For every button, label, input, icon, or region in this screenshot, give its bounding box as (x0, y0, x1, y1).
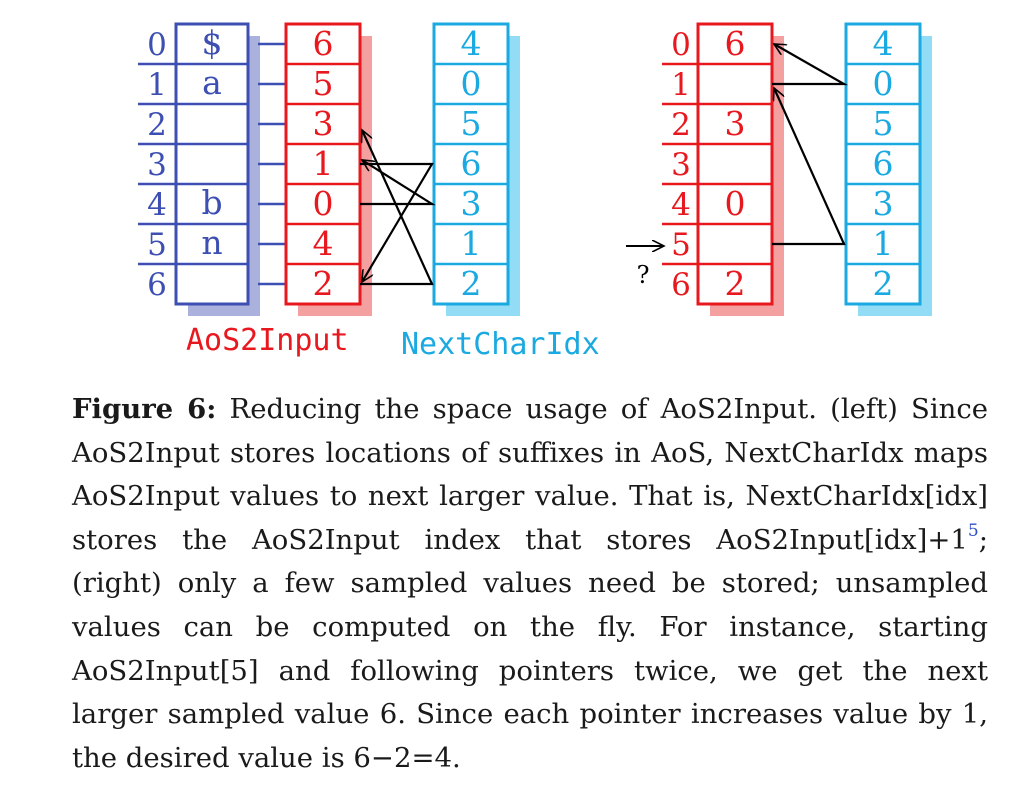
left-row-index: 0 (147, 27, 167, 63)
right-row-index: 5 (671, 227, 691, 263)
left-row-index: 3 (147, 147, 167, 183)
pointer-arrow (772, 88, 846, 246)
left-row-index: 1 (147, 67, 167, 103)
pointer-arrow (360, 160, 436, 206)
footnote-mark[interactable]: 5 (967, 521, 979, 541)
right-row-index: 1 (671, 67, 691, 103)
nextcharidx-value: 6 (461, 144, 482, 183)
caption-label: Figure 6: (72, 393, 217, 425)
input-char: n (201, 223, 222, 262)
right-nextcharidx-value: 2 (873, 264, 894, 303)
right-nextcharidx-box (844, 22, 922, 306)
nextcharidx-value: 0 (461, 64, 482, 103)
aos2input-value: 4 (313, 224, 334, 263)
sampled-value: 0 (725, 184, 746, 223)
right-nextcharidx-value: 1 (873, 224, 894, 263)
left-row-index: 4 (147, 187, 167, 223)
input-char: a (202, 63, 222, 102)
right-nextcharidx-value: 5 (873, 104, 894, 143)
aos2input-box (284, 22, 362, 306)
aos2input-value: 3 (313, 104, 334, 143)
input-char: $ (202, 23, 223, 62)
input-string-box (174, 22, 250, 306)
left-row-index: 5 (147, 227, 167, 263)
pointer-arrow (360, 130, 434, 286)
pointer-arrows (360, 43, 849, 286)
pointer-arrow (360, 162, 434, 282)
nextcharidx-value: 4 (461, 24, 482, 63)
right-row-index: 2 (671, 107, 691, 143)
figure-caption: Figure 6: Reducing the space usage of Ao… (72, 388, 988, 780)
aos2input-value: 6 (313, 24, 334, 63)
nextcharidx-value: 1 (461, 224, 482, 263)
aos2input-value: 1 (313, 144, 334, 183)
nextcharidx-label: NextCharIdx (401, 327, 600, 362)
nextcharidx-value: 2 (461, 264, 482, 303)
pointer-arrow (772, 43, 849, 86)
right-nextcharidx-value: 0 (873, 64, 894, 103)
right-nextcharidx-value: 3 (873, 184, 894, 223)
nextcharidx-box (432, 22, 510, 306)
input-char: b (201, 183, 222, 222)
right-row-index: 6 (671, 267, 691, 303)
aos2input-value: 2 (313, 264, 334, 303)
right-row-index: 3 (671, 147, 691, 183)
aos2input-value: 5 (313, 64, 334, 103)
nextcharidx-value: 3 (461, 184, 482, 223)
aos2input-label: AoS2Input (186, 323, 349, 358)
sampled-value: 6 (725, 24, 746, 63)
left-row-index: 2 (147, 107, 167, 143)
caption-text-continued: ; (right) only a few sampled values need… (72, 523, 988, 774)
right-nextcharidx-value: 4 (873, 24, 894, 63)
nextcharidx-value: 5 (461, 104, 482, 143)
right-row-index: 4 (671, 187, 691, 223)
right-nextcharidx-value: 6 (873, 144, 894, 183)
left-row-index: 6 (147, 267, 167, 303)
sampled-value: 2 (725, 264, 746, 303)
question-mark: ? (637, 261, 650, 289)
sampled-aos2input-box (696, 22, 774, 306)
caption-text: Reducing the space usage of AoS2Input. (… (72, 393, 988, 556)
sampled-value: 3 (725, 104, 746, 143)
aos2input-value: 0 (313, 184, 334, 223)
right-row-index: 0 (671, 27, 691, 63)
